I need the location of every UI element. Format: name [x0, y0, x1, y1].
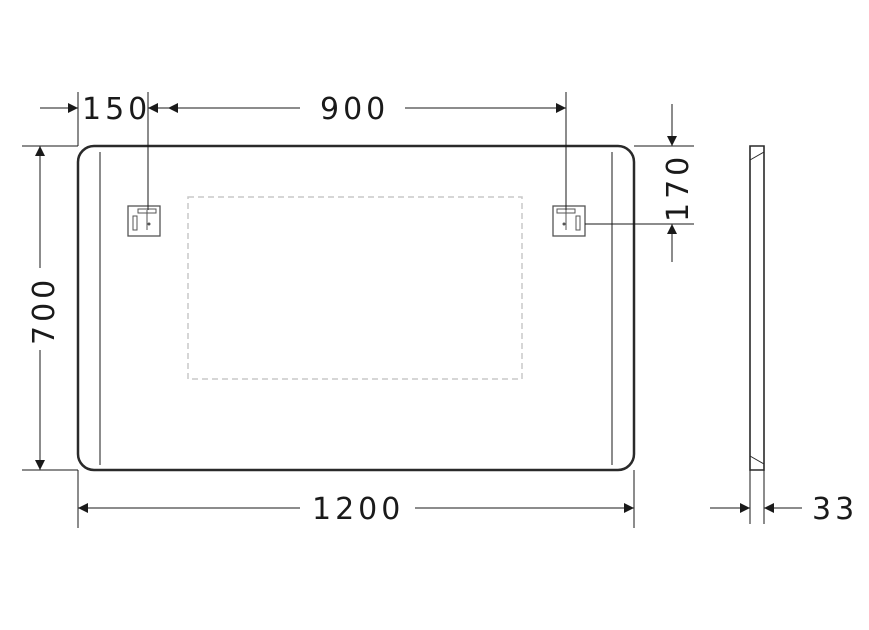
dim-label-150: 150	[82, 92, 151, 127]
right-mounting-bracket	[552, 205, 586, 237]
dim-label-170: 170	[661, 153, 696, 222]
left-mounting-bracket	[127, 205, 161, 237]
dimension-150: 150	[40, 92, 180, 210]
dimension-1200: 1200	[77, 470, 635, 528]
dim-label-700: 700	[27, 276, 62, 345]
dimension-170: 170	[585, 104, 696, 262]
dim-label-1200: 1200	[312, 492, 404, 527]
mirror-side-view	[749, 145, 765, 471]
mirror-outline	[76, 144, 636, 472]
dimension-33: 33	[710, 470, 858, 527]
dimension-900: 900	[168, 92, 567, 210]
side-profile	[749, 145, 765, 471]
mirror-front-view	[76, 144, 636, 472]
dimension-700: 700	[22, 145, 78, 471]
dim-label-900: 900	[320, 92, 389, 127]
dim-label-33: 33	[812, 492, 858, 527]
dashed-mounting-area	[187, 196, 523, 380]
